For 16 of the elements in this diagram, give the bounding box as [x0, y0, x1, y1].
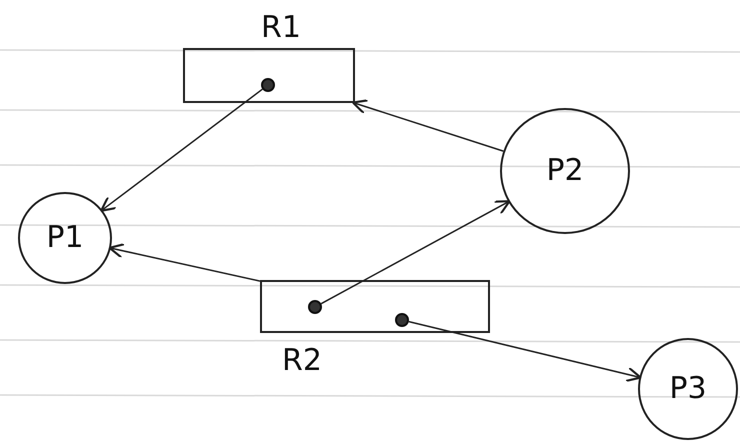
instance-dot	[395, 313, 409, 327]
arrow	[408, 320, 642, 382]
instance-dot	[308, 300, 322, 314]
process-circle	[638, 338, 738, 440]
arrow	[320, 200, 511, 304]
arrow	[100, 88, 263, 212]
resource-label: R1	[261, 10, 301, 45]
arrow	[108, 243, 260, 282]
process-label: P2	[546, 153, 584, 188]
instance-dot	[261, 78, 275, 92]
resource-label: R2	[282, 343, 322, 378]
process-circle	[18, 192, 112, 284]
arrow	[352, 99, 504, 152]
process-label: P1	[46, 220, 84, 255]
process-label: P3	[669, 371, 707, 406]
process-circle	[500, 108, 630, 234]
